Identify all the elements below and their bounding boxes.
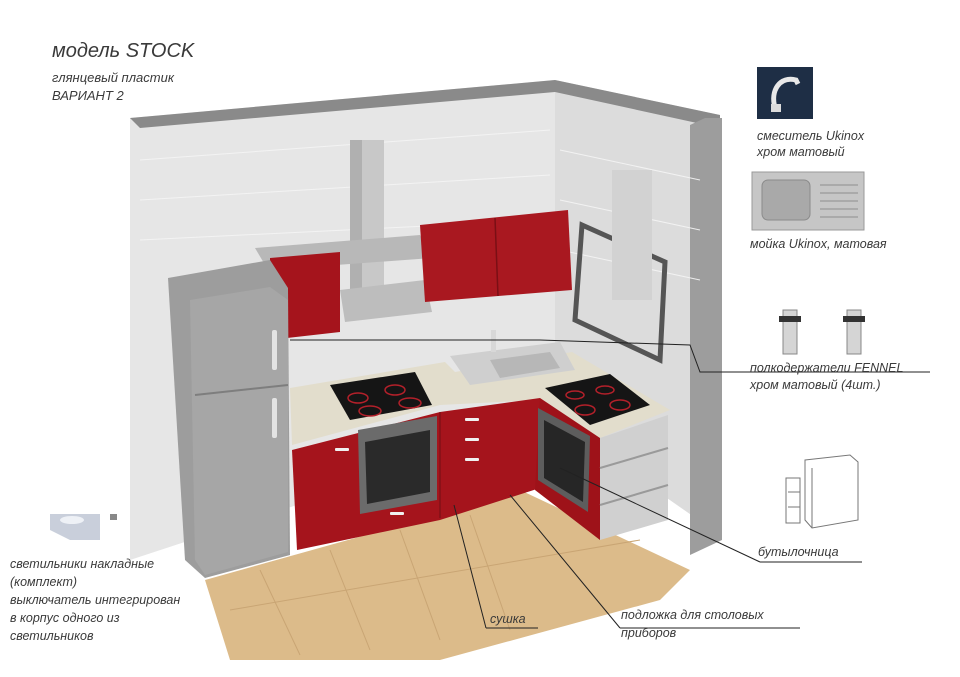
shelf-holder-image-1 — [779, 309, 801, 355]
floor — [205, 490, 690, 660]
ceiling-edge — [130, 80, 720, 128]
hood — [340, 280, 432, 322]
lights-label-line1: светильники накладные — [10, 557, 155, 571]
sink-product-image — [751, 171, 865, 231]
finish-subtitle: глянцевый пластик — [52, 70, 174, 85]
hob-right — [545, 374, 650, 425]
lights-label-line4: в корпус одного из — [10, 611, 120, 625]
shelf-holders-label-line2: хром матовый (4шт.) — [750, 378, 881, 392]
cutlery-liner-label-line1: подложка для столовых — [621, 608, 764, 622]
cutlery-liner-label-line2: приборов — [621, 626, 677, 640]
variant-subtitle: ВАРИАНТ 2 — [52, 88, 124, 103]
bottle-rack-drawing — [785, 454, 859, 529]
sink-label: мойка Ukinox, матовая — [750, 237, 887, 251]
lights-label-line5: светильников — [10, 629, 94, 643]
faucet-label-line2: хром матовый — [757, 145, 845, 159]
bottle-rack-label: бутылочница — [758, 545, 839, 559]
dryer-label: сушка — [490, 612, 526, 626]
lights-label-line3: выключатель интегрирован — [10, 593, 181, 607]
open-shelves — [600, 415, 668, 540]
light-product-image — [48, 512, 117, 542]
shelf-holders-label-line1: полкодержатели FENNEL — [750, 361, 904, 375]
faucet-product-image — [757, 67, 813, 119]
shelf-holder-image-2 — [843, 309, 865, 355]
wall-thickness — [690, 118, 722, 555]
faucet-label-line1: смеситель Ukinox — [757, 129, 865, 143]
model-title: модель STOCK — [52, 40, 195, 62]
lights-label-line2: (комплект) — [10, 575, 78, 589]
side-chimney — [612, 170, 652, 300]
